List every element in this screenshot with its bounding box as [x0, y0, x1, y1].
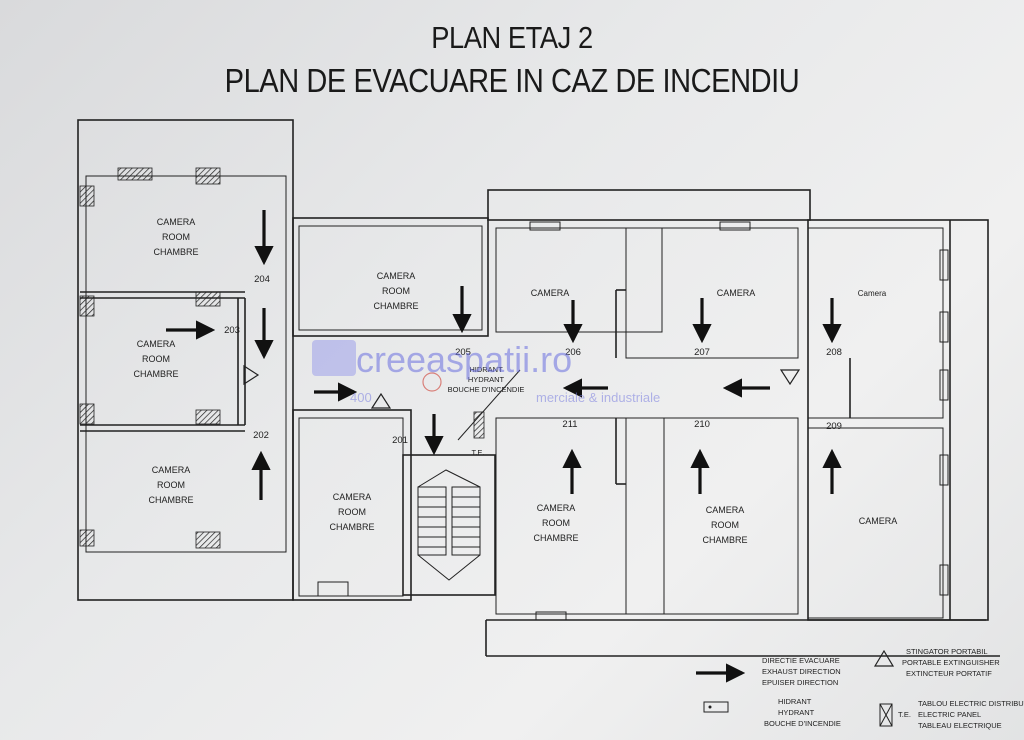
svg-text:CAMERA: CAMERA: [717, 288, 756, 298]
svg-text:CHAMBRE: CHAMBRE: [329, 522, 374, 532]
svg-text:CAMERA: CAMERA: [537, 503, 576, 513]
plan-title: PLAN ETAJ 2: [431, 20, 593, 55]
legend-hydrant-icon: [703, 701, 729, 713]
room-label: CAMERA: [157, 217, 196, 227]
svg-text:CAMERA: CAMERA: [333, 492, 372, 502]
svg-text:CHAMBRE: CHAMBRE: [702, 535, 747, 545]
svg-text:211: 211: [562, 419, 577, 430]
svg-text:CAMERA: CAMERA: [137, 339, 176, 349]
svg-text:ROOM: ROOM: [157, 480, 185, 490]
svg-text:CHAMBRE: CHAMBRE: [153, 247, 198, 257]
svg-text:205: 205: [455, 347, 471, 358]
extinguishers: [243, 364, 801, 409]
extinguisher-icon: [370, 392, 392, 409]
legend-panel-icon: [879, 703, 893, 727]
svg-text:Camera: Camera: [858, 289, 887, 298]
svg-text:204: 204: [254, 274, 270, 285]
svg-text:210: 210: [694, 419, 710, 430]
svg-text:207: 207: [694, 347, 710, 358]
svg-text:CHAMBRE: CHAMBRE: [373, 301, 418, 311]
svg-text:creeaspatii.ro: creeaspatii.ro: [356, 339, 572, 380]
svg-text:CHAMBRE: CHAMBRE: [148, 495, 193, 505]
svg-text:206: 206: [565, 347, 581, 358]
extinguisher-icon: [243, 364, 260, 386]
svg-text:CAMERA: CAMERA: [531, 288, 570, 298]
svg-text:209: 209: [826, 421, 842, 432]
svg-text:EPUISER DIRECTION: EPUISER DIRECTION: [762, 678, 838, 687]
svg-text:ROOM: ROOM: [162, 232, 190, 242]
svg-text:TABLOU ELECTRIC DISTRIBUTIE: TABLOU ELECTRIC DISTRIBUTIE: [918, 699, 1024, 708]
svg-text:CAMERA: CAMERA: [377, 271, 416, 281]
svg-text:HIDRANT: HIDRANT: [778, 697, 812, 706]
room-numbers: 201 202 203 204 205 206 207 208 209 210 …: [224, 274, 842, 446]
svg-text:T.E.: T.E.: [898, 710, 911, 719]
te-label: T.E.: [472, 448, 485, 457]
svg-text:CAMERA: CAMERA: [859, 516, 898, 526]
svg-text:203: 203: [224, 325, 240, 336]
svg-text:208: 208: [826, 347, 842, 358]
evacuation-arrows: [166, 210, 842, 500]
stair-treads: [417, 469, 481, 581]
extinguisher-icon: [779, 369, 801, 386]
left-wing-outline: [77, 119, 294, 601]
svg-text:ROOM: ROOM: [711, 520, 739, 530]
svg-text:merciale & industriale: merciale & industriale: [536, 390, 660, 405]
svg-text:TABLEAU ELECTRIQUE: TABLEAU ELECTRIQUE: [918, 721, 1002, 730]
hydrant-icon: [422, 372, 442, 392]
room-labels: CAMERA ROOM CHAMBRE CAMERA ROOM CHAMBRE …: [133, 217, 897, 545]
svg-text:ELECTRIC PANEL: ELECTRIC PANEL: [918, 710, 981, 719]
svg-text:DIRECTIE EVACUARE: DIRECTIE EVACUARE: [762, 656, 840, 665]
watermark: creeaspatii.ro 400 merciale & industrial…: [312, 339, 660, 405]
room-number: 201: [392, 435, 408, 446]
hydrant-marker: HIDRANT HYDRANT BOUCHE D'INCENDIE T.E.: [422, 365, 525, 457]
left-wing-inner: [85, 175, 287, 553]
svg-text:EXHAUST DIRECTION: EXHAUST DIRECTION: [762, 667, 841, 676]
svg-text:ROOM: ROOM: [338, 507, 366, 517]
svg-text:CAMERA: CAMERA: [152, 465, 191, 475]
svg-text:CHAMBRE: CHAMBRE: [533, 533, 578, 543]
svg-text:ROOM: ROOM: [142, 354, 170, 364]
plan-subtitle: PLAN DE EVACUARE IN CAZ DE INCENDIU: [224, 62, 800, 99]
svg-text:HIDRANT: HIDRANT: [469, 365, 503, 374]
svg-text:ROOM: ROOM: [542, 518, 570, 528]
svg-text:CAMERA: CAMERA: [706, 505, 745, 515]
svg-text:CHAMBRE: CHAMBRE: [133, 369, 178, 379]
svg-text:BOUCHE D'INCENDIE: BOUCHE D'INCENDIE: [764, 719, 841, 728]
svg-text:STINGATOR PORTABIL: STINGATOR PORTABIL: [906, 647, 988, 656]
svg-text:HYDRANT: HYDRANT: [778, 708, 815, 717]
legend: DIRECTIE EVACUARE EXHAUST DIRECTION EPUI…: [696, 647, 1024, 730]
svg-text:400: 400: [350, 390, 372, 405]
svg-text:BOUCHE D'INCENDIE: BOUCHE D'INCENDIE: [448, 385, 525, 394]
watermark-logo-icon: [312, 340, 356, 376]
svg-text:EXTINCTEUR PORTATIF: EXTINCTEUR PORTATIF: [906, 669, 992, 678]
svg-text:ROOM: ROOM: [382, 286, 410, 296]
svg-text:PORTABLE EXTINGUISHER: PORTABLE EXTINGUISHER: [902, 658, 1000, 667]
legend-extinguisher-icon: [873, 649, 895, 667]
walls: [77, 119, 1000, 657]
svg-text:HYDRANT: HYDRANT: [468, 375, 505, 384]
svg-text:202: 202: [253, 430, 269, 441]
